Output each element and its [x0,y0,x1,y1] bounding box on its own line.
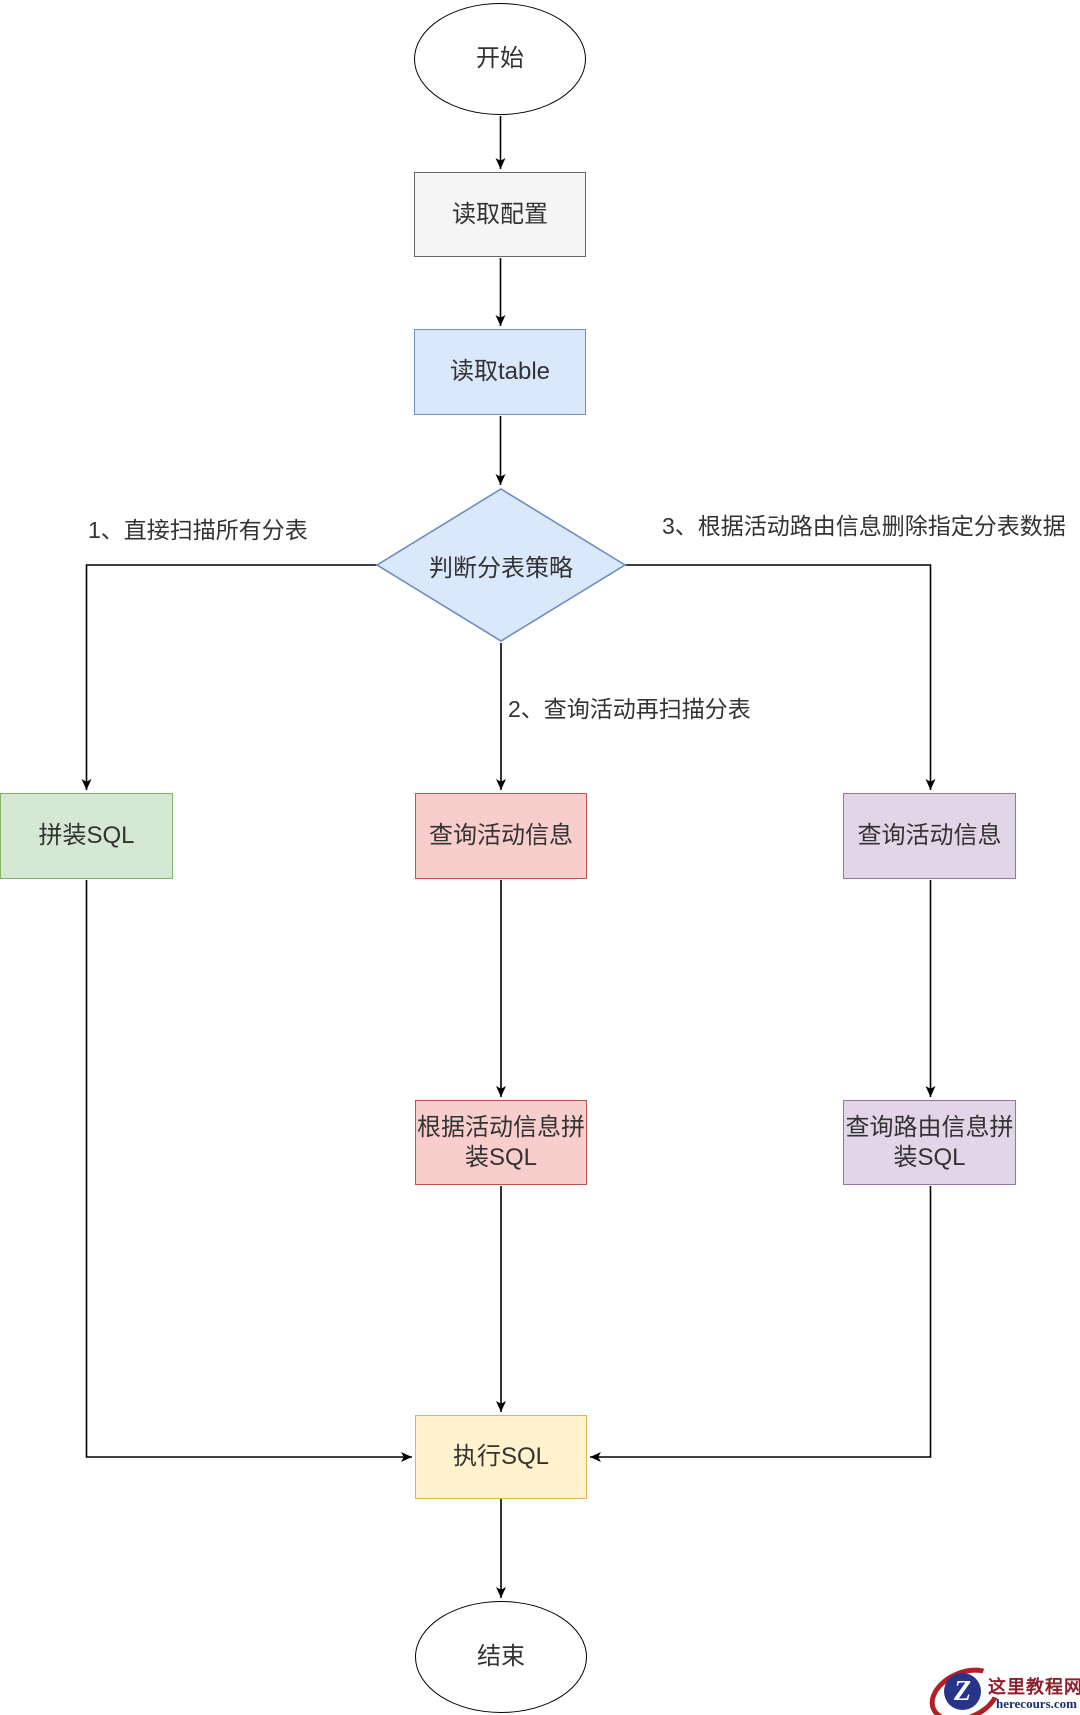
edge-assemblesql-execute [85,880,412,1462]
node-assemble-by-activity: 根据活动信息拼装SQL [415,1100,587,1185]
decision-diamond [375,488,627,642]
node-assemble-by-route-label: 查询路由信息拼装SQL [845,1113,1014,1171]
edge-label-branch3: 3、根据活动路由信息删除指定分表数据 [662,513,1066,539]
node-query-activity-right-label: 查询活动信息 [857,822,1002,849]
node-query-activity-mid-label: 查询活动信息 [429,822,573,849]
node-read-table: 读取table [414,329,586,415]
watermark-logo: Z 这里教程网 herecours.com [921,1657,1080,1715]
node-end-label: 结束 [477,1643,525,1670]
watermark-site-name: 这里教程网 [988,1677,1080,1697]
node-assemble-by-route: 查询路由信息拼装SQL [843,1100,1016,1185]
node-read-config: 读取配置 [414,172,586,257]
logo-letter: Z [953,1675,972,1707]
node-execute-sql: 执行SQL [415,1415,587,1499]
edge-label-branch2: 2、查询活动再扫描分表 [508,696,751,722]
node-query-activity-mid: 查询活动信息 [415,793,587,879]
node-start: 开始 [414,3,586,115]
node-read-config-label: 读取配置 [452,200,548,228]
node-query-activity-right: 查询活动信息 [843,793,1016,879]
node-start-label: 开始 [476,45,524,72]
edge-assemblebyroute-execute [590,1186,932,1462]
node-assemble-by-activity-label: 根据活动信息拼装SQL [417,1113,585,1171]
logo-z-icon: Z [944,1673,981,1710]
node-read-table-label: 读取table [449,358,551,385]
node-assemble-sql-label: 拼装SQL [38,822,135,849]
edge-decision-branch1 [81,564,377,790]
node-execute-sql-label: 执行SQL [452,1443,550,1470]
watermark-site-url: herecours.com [996,1696,1077,1711]
edge-decision-branch3 [625,564,936,790]
edge-label-branch1: 1、直接扫描所有分表 [88,517,308,543]
node-end: 结束 [415,1601,587,1713]
node-assemble-sql: 拼装SQL [0,793,173,879]
